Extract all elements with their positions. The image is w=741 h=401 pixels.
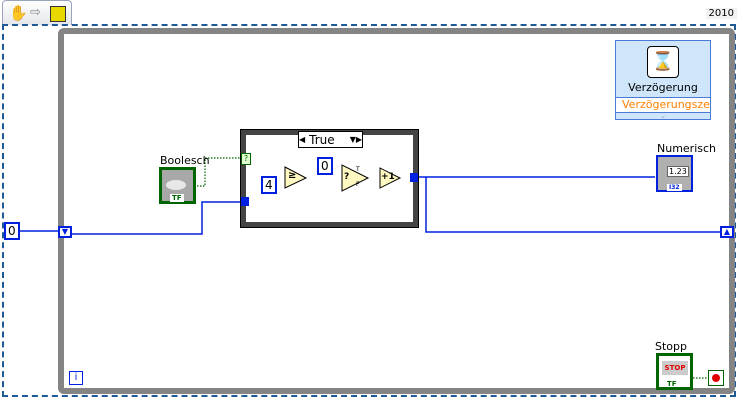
wire-shift-in <box>18 201 244 235</box>
case-tunnel-out[interactable] <box>410 173 418 182</box>
boolean-type: TF <box>170 194 184 202</box>
case-selector[interactable]: ◀ True ▼▶ <box>298 131 363 148</box>
hourglass-icon: ⌛ <box>647 46 679 78</box>
greater-equal-node <box>284 166 308 189</box>
stop-label: Stopp <box>655 340 687 353</box>
toolbar: ✋ ⇨ <box>2 0 72 25</box>
numeric-label: Numerisch <box>657 142 717 155</box>
case-tunnel-in[interactable] <box>241 197 249 206</box>
increment-label: +1 <box>381 172 395 182</box>
stop-type: TF <box>667 380 677 388</box>
iteration-terminal[interactable]: i <box>69 371 83 385</box>
greater-equal-label: ≥ <box>288 170 297 181</box>
increment-node <box>379 167 402 189</box>
express-vi-input[interactable]: Verzögerungszei <box>616 97 710 113</box>
case-selector-value: True <box>309 132 335 147</box>
select-t-label: T <box>356 166 360 173</box>
shift-init-constant[interactable]: 0 <box>4 222 20 240</box>
shift-register-left[interactable]: ▼ <box>58 226 72 238</box>
select-label: ? <box>344 172 350 182</box>
stop-if-true-icon <box>712 374 720 382</box>
wire-bool <box>197 157 242 187</box>
run-arrow-icon[interactable]: ⇨ <box>30 5 41 20</box>
numeric-indicator[interactable]: 1.23 I32 <box>656 155 693 192</box>
dropdown-icon[interactable]: ▼▶ <box>349 135 362 144</box>
express-vi-delay[interactable]: ⌛ Verzögerung Verzögerungszei ⌄ <box>615 40 711 120</box>
while-loop[interactable] <box>58 28 735 394</box>
constant-zero[interactable]: 0 <box>317 157 333 175</box>
boolean-control[interactable]: TF <box>159 167 196 204</box>
expand-chevron-icon[interactable]: ⌄ <box>660 112 666 120</box>
stop-button-control[interactable]: STOP TF <box>656 353 693 390</box>
version-label: 2010 <box>705 8 737 19</box>
boolean-label: Boolesch <box>160 154 210 167</box>
led-icon <box>166 180 186 190</box>
hand-tool-icon[interactable]: ✋ <box>9 4 28 22</box>
numeric-value: 1.23 <box>667 166 689 177</box>
loop-condition-terminal[interactable] <box>708 370 724 386</box>
block-diagram-boundary <box>2 24 736 397</box>
vi-icon[interactable] <box>50 6 66 22</box>
prev-case-arrow-icon[interactable]: ◀ <box>299 135 306 144</box>
stop-button-text: STOP <box>662 361 688 375</box>
case-selector-terminal[interactable]: ? <box>241 153 251 165</box>
select-f-label: F <box>356 181 360 188</box>
numeric-type: I32 <box>667 184 682 191</box>
constant-four[interactable]: 4 <box>261 176 277 194</box>
express-vi-title: Verzögerung <box>628 81 698 94</box>
shift-register-right[interactable]: ▲ <box>720 226 734 238</box>
select-node <box>341 164 370 192</box>
